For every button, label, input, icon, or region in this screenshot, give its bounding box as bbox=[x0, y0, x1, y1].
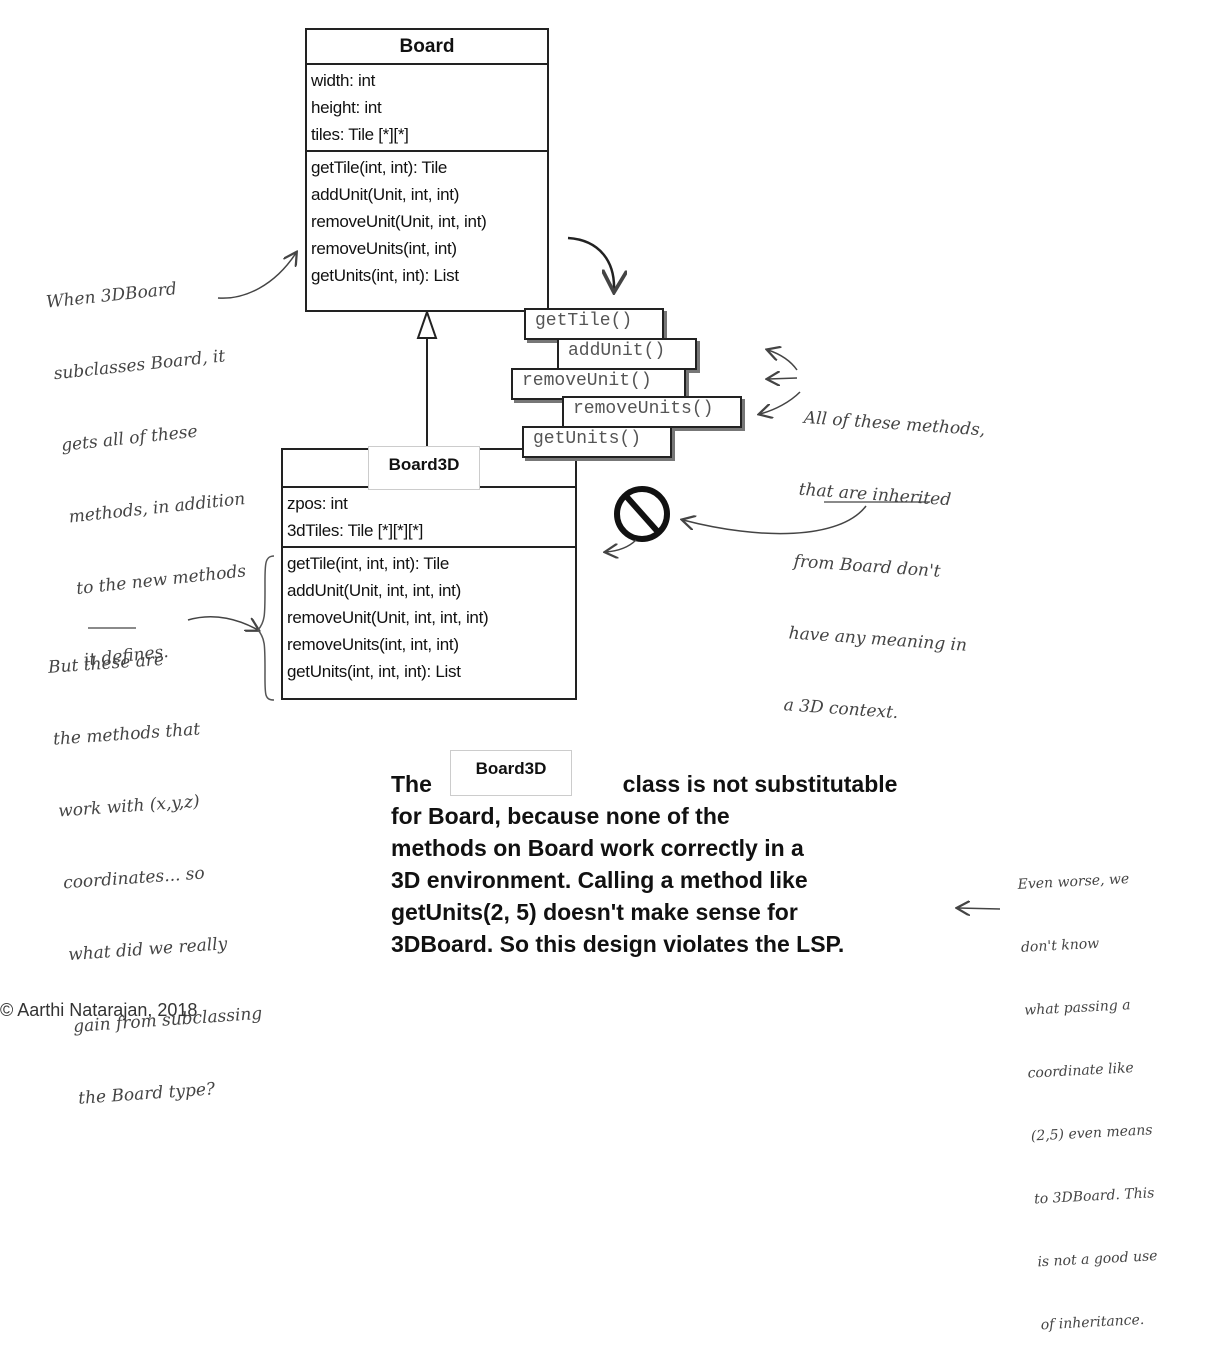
note-arrow-bottom-right bbox=[958, 908, 1001, 909]
inherited-method-addunit: addUnit() bbox=[557, 338, 697, 370]
board-class-name: Board bbox=[399, 36, 455, 57]
board-method: removeUnits(int, int) bbox=[311, 239, 457, 258]
note-right: All of these methods, that are inherited… bbox=[783, 407, 986, 724]
note-arrow-to-prohibited bbox=[683, 505, 867, 535]
board-attribute: width: int bbox=[311, 71, 376, 90]
board-attribute: tiles: Tile [*][*] bbox=[311, 125, 409, 144]
board-method: getUnits(int, int): List bbox=[311, 266, 459, 285]
board3d-method: getTile(int, int, int): Tile bbox=[287, 554, 449, 573]
note-arrow-left-bottom bbox=[187, 616, 258, 630]
lsp-line-1: The class is not substitutable bbox=[391, 771, 898, 797]
board3d-methods: getTile(int, int, int): Tile addUnit(Uni… bbox=[283, 546, 575, 687]
board3d-attribute: zpos: int bbox=[287, 494, 348, 513]
prohibited-icon bbox=[614, 486, 670, 542]
curved-arrow-down bbox=[567, 236, 614, 290]
main-text-class-label: Board3D bbox=[450, 750, 572, 796]
note-left-bottom: But these are the methods that work with… bbox=[47, 649, 263, 1109]
lsp-line-6: 3DBoard. So this design violates the LSP… bbox=[391, 931, 845, 957]
board-methods: getTile(int, int): Tile addUnit(Unit, in… bbox=[307, 150, 547, 291]
lsp-line-5: getUnits(2, 5) doesn't make sense for bbox=[391, 899, 798, 925]
copyright-text: © Aarthi Natarajan, 2018 bbox=[0, 1000, 198, 1020]
lsp-explanation: The class is not substitutable for Board… bbox=[391, 768, 991, 960]
board-method: getTile(int, int): Tile bbox=[311, 158, 448, 177]
inherited-method-getunits: getUnits() bbox=[522, 426, 672, 458]
note-arrow-right-1 bbox=[768, 350, 798, 371]
board-method: removeUnit(Unit, int, int) bbox=[311, 212, 487, 231]
lsp-line-4: 3D environment. Calling a method like bbox=[391, 867, 808, 893]
board-attribute: height: int bbox=[311, 98, 382, 117]
board3d-method: addUnit(Unit, int, int, int) bbox=[287, 581, 461, 600]
board3d-class-name: Board3D bbox=[368, 446, 480, 490]
board3d-attributes: zpos: int 3dTiles: Tile [*][*][*] bbox=[283, 486, 575, 546]
arrow-to-board3d bbox=[606, 539, 637, 552]
board3d-method: removeUnit(Unit, int, int, int) bbox=[287, 608, 489, 627]
board3d-attribute: 3dTiles: Tile [*][*][*] bbox=[287, 521, 424, 540]
board-attributes: width: int height: int tiles: Tile [*][*… bbox=[307, 63, 547, 150]
inheritance-arrowhead bbox=[416, 308, 438, 339]
lsp-line-3: methods on Board work correctly in a bbox=[391, 835, 804, 861]
board3d-method: removeUnits(int, int, int) bbox=[287, 635, 459, 654]
inherited-method-removeunits: removeUnits() bbox=[562, 396, 742, 428]
note-arrow-left-top bbox=[217, 253, 296, 299]
inherited-method-gettile: getTile() bbox=[524, 308, 664, 340]
board-class-box: Board width: int height: int tiles: Tile… bbox=[305, 28, 549, 312]
board3d-method: getUnits(int, int, int): List bbox=[287, 662, 461, 681]
lsp-line-2: for Board, because none of the bbox=[391, 803, 730, 829]
diagram-connectors bbox=[88, 236, 1001, 1057]
note-arrow-right-2 bbox=[768, 378, 798, 379]
board-method: addUnit(Unit, int, int) bbox=[311, 185, 460, 204]
note-arrow-right-3 bbox=[760, 391, 801, 414]
brace-icon bbox=[257, 555, 275, 701]
